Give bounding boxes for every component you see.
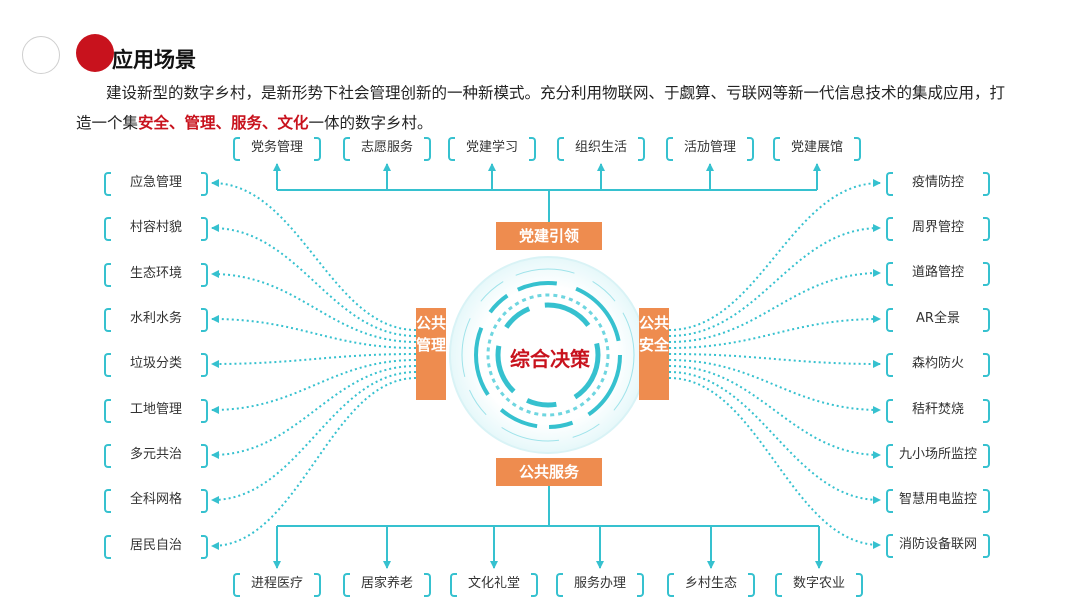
left-dotted-arrow (211, 353, 417, 368)
left-dotted-arrow (211, 359, 417, 414)
left-item-label: 居民自治 (129, 538, 182, 553)
bottom-item-label: 居家养老 (360, 576, 413, 591)
right-item: 森枃防火 (886, 351, 990, 377)
top-item-label: 党务管理 (250, 140, 303, 155)
bottom-item: 进程医疗 (233, 571, 321, 597)
left-item-label: 生态环境 (129, 266, 182, 281)
left-item: 全科网格 (104, 487, 208, 513)
bottom-item: 文化礼堂 (450, 571, 538, 597)
right-item: 秸秆焚烧 (886, 397, 990, 423)
right-dotted-arrow (668, 353, 881, 368)
left-dotted-arrow (211, 270, 417, 343)
left-item-label: 村容村貌 (129, 220, 182, 235)
left-dotted-arrow (211, 315, 417, 349)
bottom-item: 居家养老 (343, 571, 431, 597)
top-item: 志愿服务 (343, 135, 431, 161)
right-item-label: 九小场所监控 (898, 447, 977, 462)
right-dotted-arrow (668, 359, 881, 414)
bottom-item-label: 数字农业 (792, 576, 845, 591)
top-item-label: 党建展馆 (790, 140, 843, 155)
right-item-label: 秸秆焚烧 (911, 402, 964, 417)
page-title: 应用场景 (112, 48, 196, 72)
left-item-label: 工地管理 (129, 402, 182, 417)
right-item: 消防设备联网 (886, 532, 990, 558)
center-wheel (449, 256, 647, 454)
left-item: 应急管理 (104, 170, 208, 196)
bottom-item-label: 进程医疗 (250, 576, 303, 591)
left-item: 村容村貌 (104, 215, 208, 241)
top-item: 党务管理 (233, 135, 321, 161)
left-dotted-arrow (211, 371, 417, 504)
right-dotted-arrow (668, 224, 881, 337)
public-safety-box: 公共安全 (639, 308, 669, 400)
right-item: 九小场所监控 (886, 442, 990, 468)
right-item-label: 消防设备联网 (898, 537, 977, 552)
left-item: 垃圾分类 (104, 351, 208, 377)
right-item: 周界管控 (886, 215, 990, 241)
intro-text-2: 一体的数字乡村。 (308, 114, 433, 132)
bottom-item-label: 乡村生态 (684, 576, 737, 591)
bottom-item: 数字农业 (775, 571, 863, 597)
left-dotted-arrow (211, 179, 417, 331)
right-dotted-arrow (668, 315, 881, 349)
left-item-label: 垃圾分类 (129, 356, 182, 371)
right-item: AR全景 (886, 306, 990, 332)
public-management-box: 公共管理 (416, 308, 446, 400)
top-item: 党建展馆 (773, 135, 861, 161)
top-item-label: 活劢管理 (683, 140, 736, 155)
intro-paragraph: 建设新型的数字乡村，是新形势下社会管理创新的一种新模式。充分利用物联网、于觑算、… (76, 78, 1016, 138)
left-item: 多元共治 (104, 442, 208, 468)
right-dotted-arrow (668, 371, 881, 504)
right-item-label: 周界管控 (911, 220, 964, 235)
left-item-label: 全科网格 (129, 492, 182, 507)
public-management-label: 公共管理 (416, 314, 447, 354)
left-dotted-arrow (211, 377, 417, 550)
left-item: 生态环境 (104, 261, 208, 287)
left-dotted-arrow (211, 365, 417, 459)
top-item-label: 志愿服务 (360, 140, 413, 155)
intro-text-1: 建设新型的数字乡村，是新形势下社会管理创新的一种新模式。充分利用物联网、于觑算、… (76, 84, 1006, 132)
top-item-label: 组织生活 (574, 140, 627, 155)
bottom-item: 服务办理 (556, 571, 644, 597)
right-item: 道路管控 (886, 260, 990, 286)
section-logo (22, 34, 114, 74)
logo-white-circle (22, 36, 60, 74)
bottom-item: 乡村生态 (667, 571, 755, 597)
public-service-box: 公共服务 (496, 458, 602, 486)
bottom-item-label: 文化礼堂 (467, 576, 520, 591)
right-dotted-arrow (668, 365, 881, 459)
left-item: 水利水务 (104, 306, 208, 332)
right-item-label: AR全景 (916, 311, 960, 326)
connector-lines (211, 163, 881, 569)
center-decision-label: 综合决策 (510, 347, 590, 371)
top-item-label: 党建学习 (465, 140, 518, 155)
left-item-label: 多元共治 (129, 447, 182, 462)
right-item-label: 道路管控 (911, 265, 964, 280)
right-item: 疫情防控 (886, 170, 990, 196)
right-item-label: 森枃防火 (911, 356, 964, 371)
party-leadership-box: 党建引领 (496, 222, 602, 250)
public-safety-label: 公共安全 (639, 314, 670, 354)
right-item: 智慧用电监控 (886, 487, 990, 513)
right-dotted-arrow (668, 377, 881, 549)
logo-red-circle (76, 34, 114, 72)
right-item-label: 智慧用电监控 (898, 492, 977, 507)
right-dotted-arrow (668, 179, 881, 331)
left-dotted-arrow (211, 224, 417, 337)
bottom-item-label: 服务办理 (573, 576, 626, 591)
left-item: 居民自治 (104, 533, 208, 559)
right-item-label: 疫情防控 (911, 175, 964, 190)
intro-highlight: 安全、管理、服务、文化 (138, 114, 309, 132)
left-item: 工地管理 (104, 397, 208, 423)
top-item: 党建学习 (448, 135, 536, 161)
left-item-label: 应急管理 (129, 175, 182, 190)
left-item-label: 水利水务 (129, 311, 182, 326)
top-item: 活劢管理 (666, 135, 754, 161)
top-item: 组织生活 (557, 135, 645, 161)
